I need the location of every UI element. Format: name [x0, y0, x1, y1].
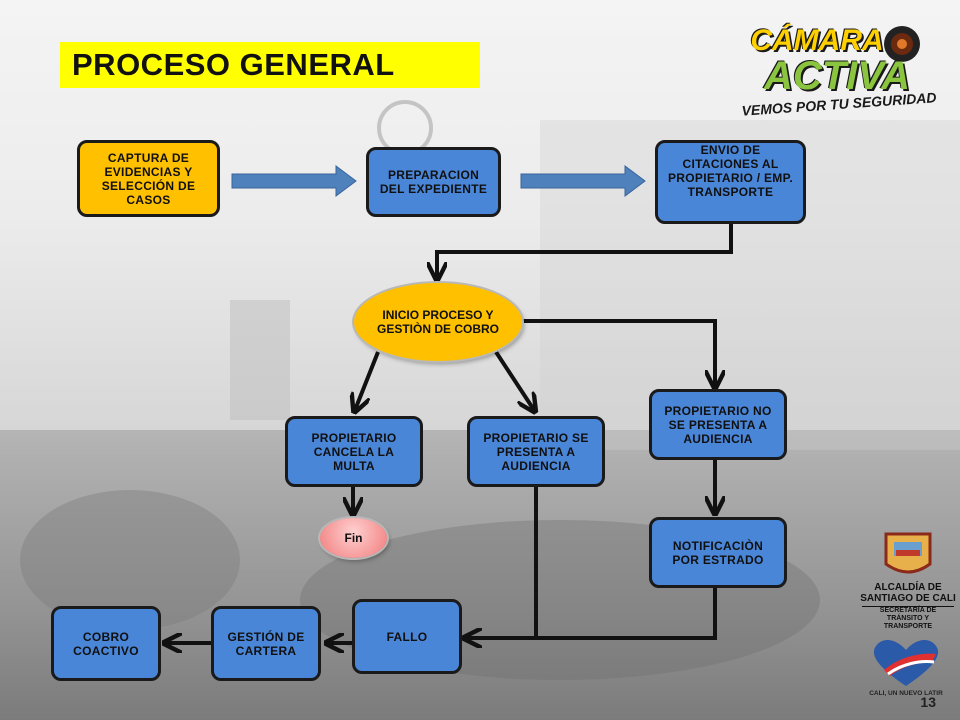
node-cobro-label: COBRO COACTIVO [73, 629, 139, 658]
node-cancela-label: PROPIETARIO CANCELA LA MULTA [311, 430, 397, 473]
alcaldia-line3: SECRETARÍA DE TRÁNSITO Y TRANSPORTE [862, 606, 954, 631]
node-preparacion-expediente: PREPARACION DEL EXPEDIENTE [366, 147, 501, 217]
page-title: PROCESO GENERAL [72, 47, 395, 82]
arrow-captura-to-preparacion [231, 165, 357, 197]
line-envio-to-inicio [437, 222, 733, 278]
node-no-presenta-label: PROPIETARIO NO SE PRESENTA A AUDIENCIA [664, 403, 772, 446]
node-captura-label: CAPTURA DE EVIDENCIAS Y SELECCIÓN DE CAS… [101, 150, 196, 207]
node-fin-label: Fin [344, 531, 363, 545]
line-notificacion-to-fallo [466, 586, 717, 638]
node-propietario-presenta: PROPIETARIO SE PRESENTA A AUDIENCIA [467, 416, 605, 487]
node-propietario-no-presenta: PROPIETARIO NO SE PRESENTA A AUDIENCIA [649, 389, 787, 460]
logo-line2: ACTIVA [764, 54, 910, 98]
node-cobro-coactivo: COBRO COACTIVO [51, 606, 161, 681]
node-notificacion-label: NOTIFICACIÒN POR ESTRADO [672, 538, 764, 567]
alcaldia-line1: ALCALDÍA DE [874, 582, 942, 593]
node-inicio-label: INICIO PROCESO Y GESTIÒN DE COBRO [376, 308, 499, 336]
node-presenta-label: PROPIETARIO SE PRESENTA A AUDIENCIA [483, 430, 589, 473]
line-inicio-to-presenta [494, 350, 534, 410]
cali-shield-icon [884, 532, 932, 574]
cali-slogan: CALI, UN NUEVO LATIR [869, 690, 943, 697]
node-propietario-cancela: PROPIETARIO CANCELA LA MULTA [285, 416, 423, 487]
node-envio-citaciones: ENVIO DE CITACIONES AL PROPIETARIO / EMP… [655, 140, 806, 224]
node-fallo: FALLO [352, 599, 462, 674]
logo-line1: CÁMARA [750, 24, 884, 57]
heart-icon [873, 640, 939, 686]
camera-icon [884, 26, 920, 62]
node-fin: Fin [320, 518, 387, 558]
title-bar: PROCESO GENERAL [60, 42, 480, 88]
alcaldia-line2: SANTIAGO DE CALI [860, 593, 956, 604]
camara-activa-logo: CÁMARA ACTIVA VEMOS POR TU SEGURIDAD [724, 14, 950, 119]
node-gestion-cartera: GESTIÓN DE CARTERA [211, 606, 321, 681]
node-envio-label: ENVIO DE CITACIONES AL PROPIETARIO / EMP… [668, 143, 793, 199]
node-preparacion-label: PREPARACION DEL EXPEDIENTE [379, 168, 488, 196]
node-fallo-label: FALLO [386, 629, 428, 644]
alcaldia-logo: ALCALDÍA DE SANTIAGO DE CALI SECRETARÍA … [856, 530, 960, 630]
node-captura-evidencias: CAPTURA DE EVIDENCIAS Y SELECCIÓN DE CAS… [77, 140, 220, 217]
line-inicio-to-cancela [355, 351, 380, 410]
arrow-preparacion-to-envio [520, 165, 646, 197]
node-notificacion-estrado: NOTIFICACIÒN POR ESTRADO [649, 517, 787, 588]
line-inicio-to-no-presenta [522, 319, 715, 386]
node-inicio-proceso: INICIO PROCESO Y GESTIÒN DE COBRO [354, 283, 522, 361]
cali-nuevo-latir-logo: CALI, UN NUEVO LATIR [866, 634, 946, 704]
node-gestion-label: GESTIÓN DE CARTERA [227, 629, 305, 658]
page-number: 13 [920, 694, 936, 710]
